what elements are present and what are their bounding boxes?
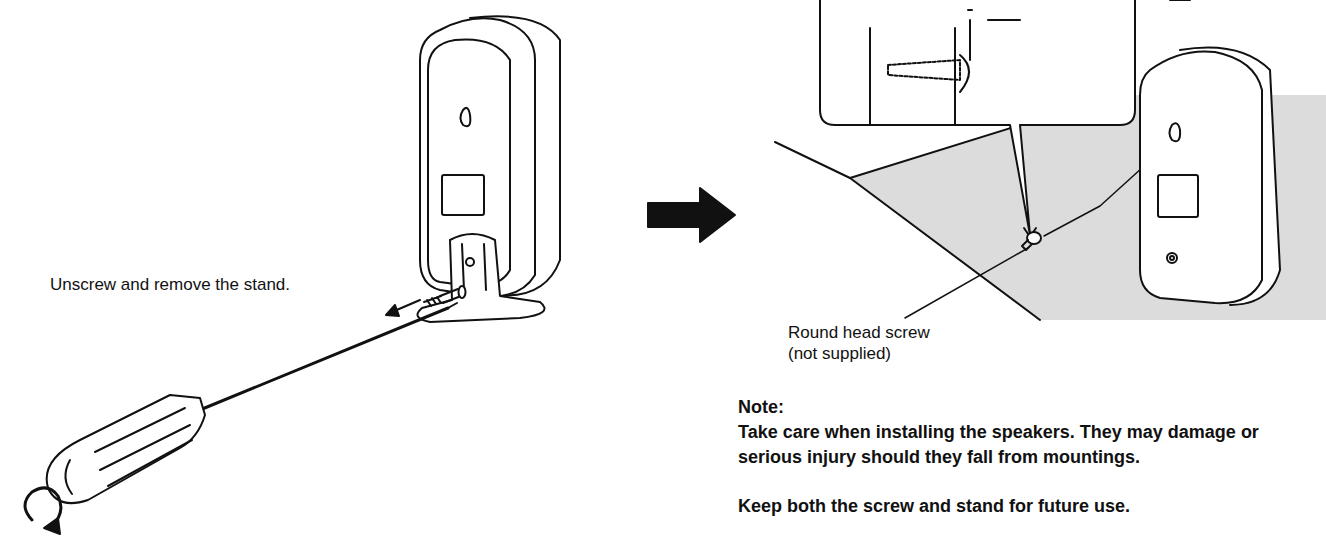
instruction-text: Unscrew and remove the stand. (50, 274, 290, 296)
part-label: (not supplied) (788, 343, 891, 365)
note-text: Keep both the screw and stand for future… (738, 494, 1316, 519)
note-text: Take care when installing the speakers. … (738, 420, 1316, 469)
note-heading: Note: (738, 395, 784, 420)
part-label: Round head screw (788, 322, 930, 344)
